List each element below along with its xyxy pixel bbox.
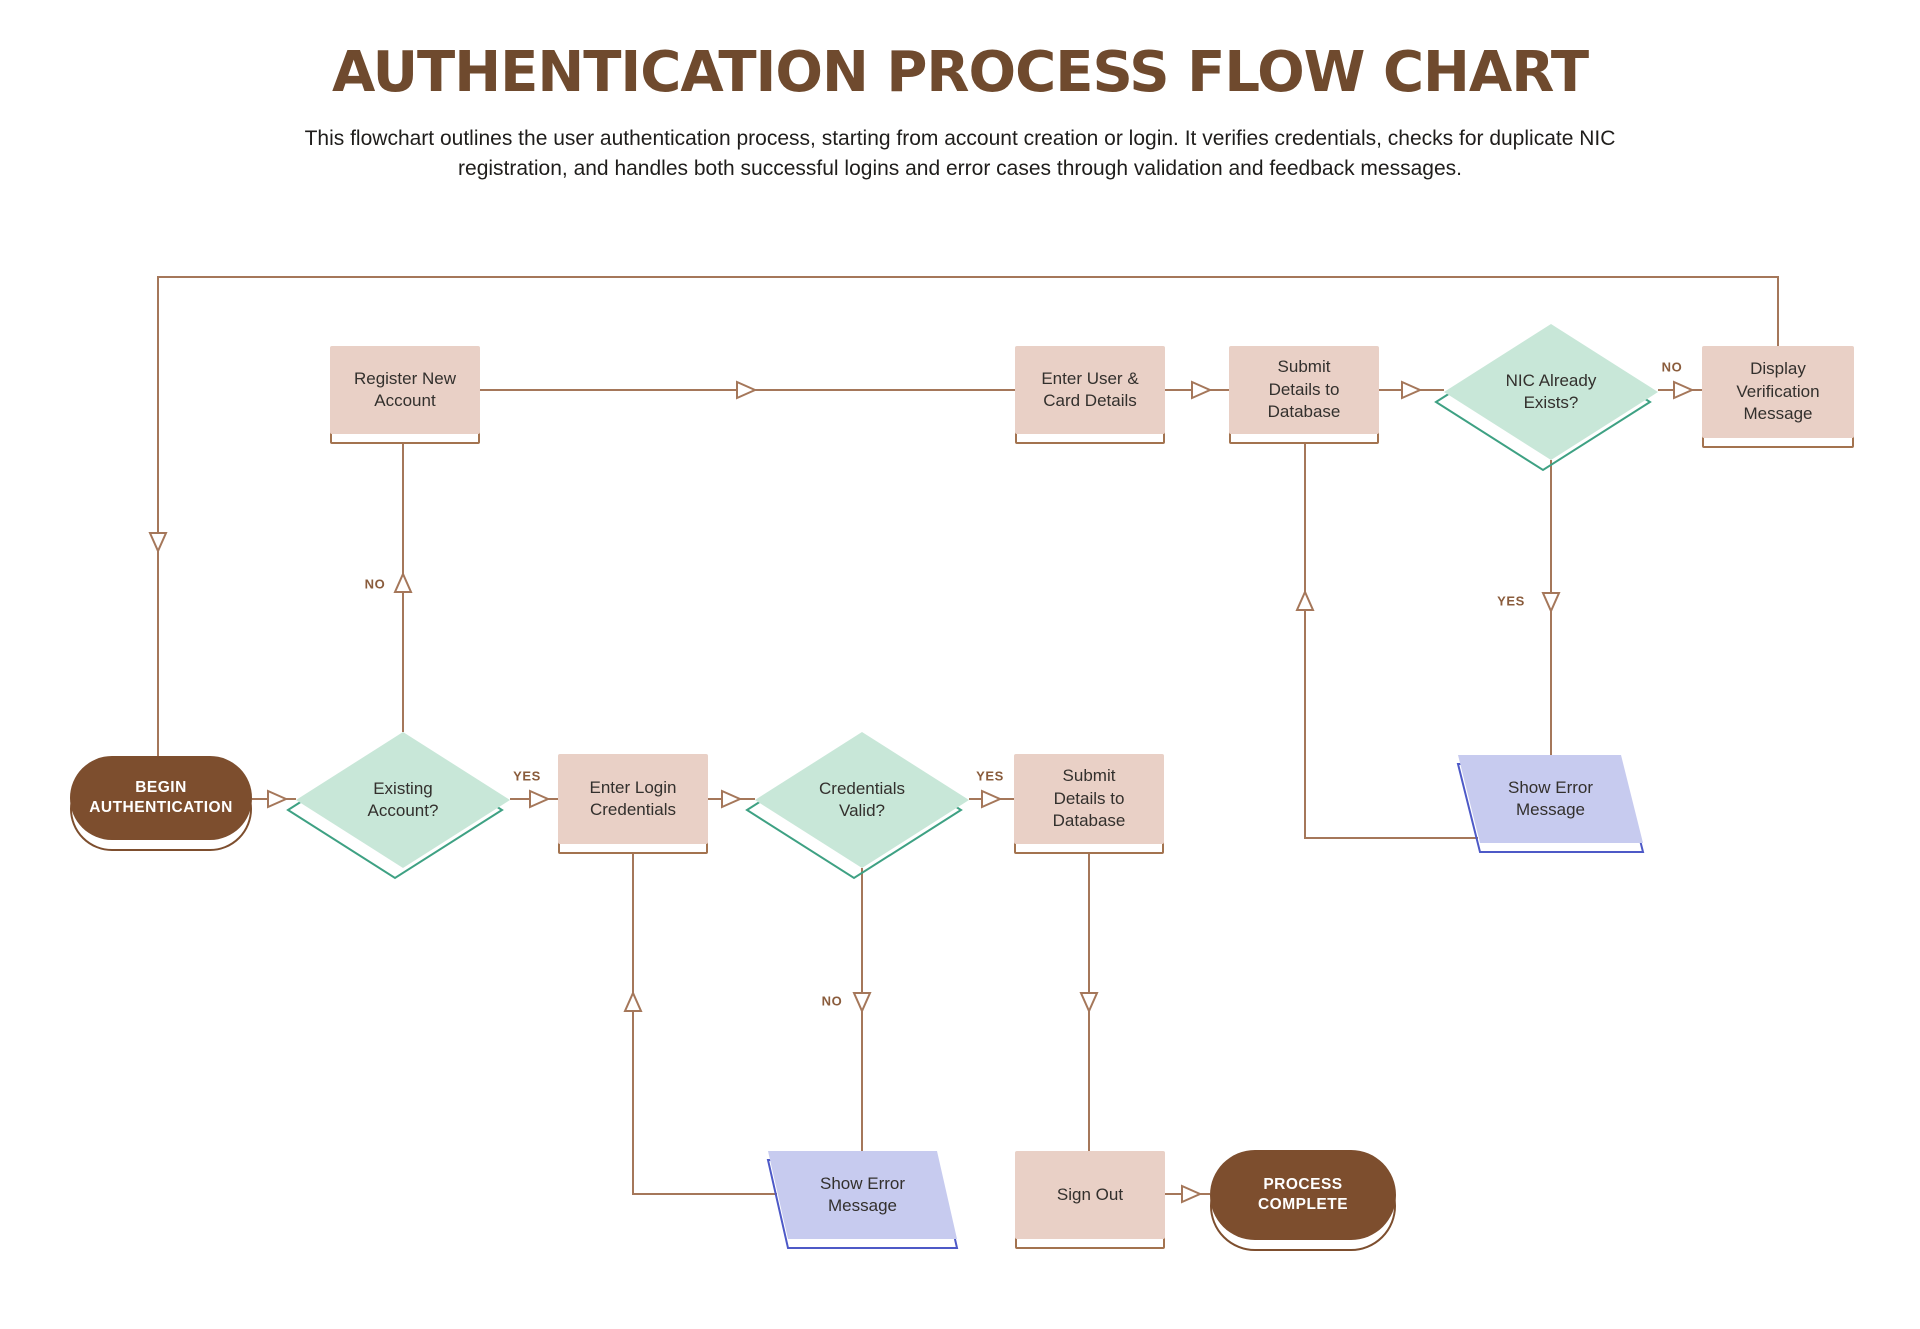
edge-label-credentials-no: NO	[821, 993, 843, 1009]
node-label: Show Error Message	[1507, 777, 1594, 819]
terminator-shape	[1210, 1150, 1396, 1240]
node-label: Display Verification Message	[1736, 359, 1820, 424]
diamond-shape	[296, 732, 510, 868]
arrowhead-right-icon	[267, 789, 289, 809]
node-label: Submit Details to Database	[1267, 357, 1341, 422]
arrowhead-up-icon	[623, 990, 643, 1012]
node-label: PROCESS COMPLETE	[1257, 1175, 1349, 1213]
arrowhead-down-icon	[852, 992, 872, 1014]
node-label: Register New Account	[353, 368, 457, 410]
decision-diamond	[286, 732, 510, 880]
node-label: Submit Details to Database	[1052, 766, 1126, 831]
parallelogram-shape	[768, 1151, 957, 1239]
edge-label-credentials-yes: YES	[976, 768, 1004, 784]
node-enter-user-card-details: Enter User & Card Details	[1015, 346, 1165, 444]
arrowhead-down-icon	[148, 532, 168, 554]
arrowhead-right-icon	[529, 789, 551, 809]
input-output-parallelogram	[1456, 755, 1645, 853]
edge-label-existing-no: NO	[364, 576, 386, 592]
node-label: BEGIN AUTHENTICATION	[89, 778, 233, 816]
node-process-complete: PROCESS COMPLETE	[1210, 1150, 1396, 1251]
diamond-shape	[1444, 324, 1658, 460]
node-credentials-valid: Credentials Valid?	[745, 732, 969, 880]
node-label: Sign Out	[1056, 1184, 1124, 1204]
node-label: Enter User & Card Details	[1041, 368, 1139, 410]
node-display-verification-message: Display Verification Message	[1702, 346, 1854, 448]
node-label: Credentials Valid?	[819, 778, 905, 820]
rect-shape	[330, 346, 480, 434]
edge-label-nic-yes: YES	[1497, 593, 1525, 609]
arrowhead-up-icon	[393, 571, 413, 593]
node-label: NIC Already Exists?	[1505, 370, 1597, 412]
node-submit-details-top: Submit Details to Database	[1229, 346, 1379, 444]
node-begin-authentication: BEGIN AUTHENTICATION	[70, 756, 252, 851]
edge-label-existing-yes: YES	[513, 768, 541, 784]
arrowhead-right-icon	[736, 380, 758, 400]
arrowhead-right-icon	[721, 789, 743, 809]
node-show-error-message-bottom: Show Error Message	[766, 1151, 959, 1249]
edge-showerrorright-submittop	[1304, 444, 1478, 839]
arrowhead-up-icon	[1295, 589, 1315, 611]
edge-showerrorbottom-enterlogin	[632, 854, 777, 1195]
node-enter-login-credentials: Enter Login Credentials	[558, 754, 708, 854]
diamond-shape	[755, 732, 969, 868]
node-nic-already-exists: NIC Already Exists?	[1434, 324, 1658, 472]
node-existing-account: Existing Account?	[286, 732, 510, 880]
arrowhead-right-icon	[1673, 380, 1695, 400]
parallelogram-shape	[1458, 755, 1643, 843]
arrowhead-right-icon	[1191, 380, 1213, 400]
edge-label-nic-no: NO	[1661, 359, 1683, 375]
arrowhead-right-icon	[1181, 1184, 1203, 1204]
node-register-new-account: Register New Account	[330, 346, 480, 444]
node-label: Existing Account?	[367, 778, 439, 820]
node-label: Enter Login Credentials	[589, 777, 677, 819]
node-submit-details-middle: Submit Details to Database	[1014, 754, 1164, 854]
terminator-shape	[70, 756, 252, 840]
page-subtitle: This flowchart outlines the user authent…	[304, 127, 1616, 180]
arrowhead-down-icon	[1541, 592, 1561, 614]
rect-shape	[1702, 346, 1854, 438]
decision-diamond	[1434, 324, 1658, 472]
node-show-error-message-right: Show Error Message	[1456, 755, 1645, 853]
node-label: Show Error Message	[819, 1173, 906, 1215]
rect-shape	[1015, 1151, 1165, 1239]
input-output-parallelogram	[766, 1151, 959, 1249]
decision-diamond	[745, 732, 969, 880]
edge-display-begin-feedback	[157, 276, 1779, 756]
rect-shape	[1014, 754, 1164, 844]
rect-shape	[1015, 346, 1165, 434]
rect-shape	[1229, 346, 1379, 434]
arrowhead-down-icon	[1079, 992, 1099, 1014]
page-title: AUTHENTICATION PROCESS FLOW CHART	[331, 40, 1589, 105]
node-sign-out: Sign Out	[1015, 1151, 1165, 1249]
arrowhead-right-icon	[1401, 380, 1423, 400]
arrowhead-right-icon	[981, 789, 1003, 809]
rect-shape	[558, 754, 708, 844]
